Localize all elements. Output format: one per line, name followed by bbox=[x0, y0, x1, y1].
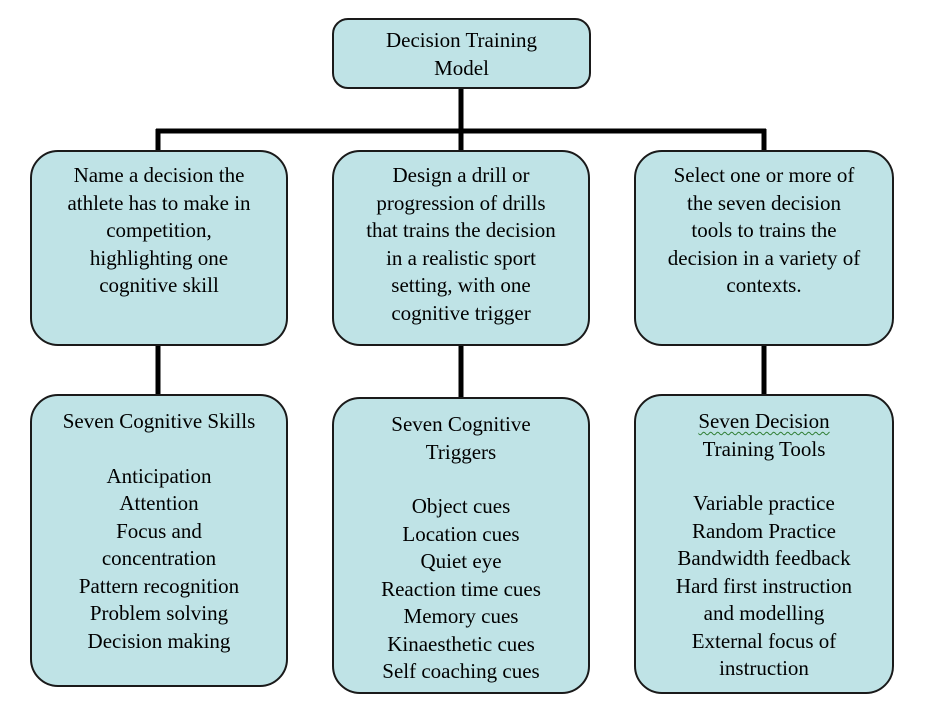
list-3-item-1: Variable practice bbox=[693, 491, 835, 515]
list-1-item-5: Pattern recognition bbox=[78, 573, 240, 598]
step-1-line-1: Name a decision the bbox=[73, 163, 245, 187]
list-1-item-4: concentration bbox=[101, 546, 217, 570]
list-3-item-6: External focus of bbox=[691, 628, 837, 653]
list-1-item-1: Anticipation bbox=[106, 463, 212, 488]
root-box-decision-training-model: Decision Training Model bbox=[332, 18, 591, 89]
list-3-title-line-1: Seven Decision bbox=[698, 408, 829, 436]
list-2-title-line-1: Seven Cognitive bbox=[391, 412, 531, 436]
list-1-item-2: Attention bbox=[119, 491, 199, 515]
list-2-item-3: Quiet eye bbox=[420, 549, 502, 573]
step-2-line-5: setting, with one bbox=[391, 273, 531, 297]
step-3-line-4: decision in a variety of bbox=[667, 245, 861, 270]
list-3-title-line-2: Training Tools bbox=[702, 436, 826, 461]
step-3-line-5: contexts. bbox=[726, 273, 802, 297]
list-1-item-6: Problem solving bbox=[89, 601, 229, 625]
list-2-item-2: Location cues bbox=[402, 521, 520, 546]
list-2-item-4: Reaction time cues bbox=[381, 576, 541, 601]
list-box-cognitive-skills: Seven Cognitive Skills Anticipation Atte… bbox=[30, 394, 288, 687]
step-1-line-4: highlighting one bbox=[89, 245, 229, 270]
step-1-line-5: cognitive skill bbox=[99, 273, 219, 297]
step-2-line-2: progression of drills bbox=[376, 190, 546, 215]
step-2-line-1: Design a drill or bbox=[392, 163, 530, 187]
step-box-name-decision: Name a decision the athlete has to make … bbox=[30, 150, 288, 346]
list-2-item-6: Kinaesthetic cues bbox=[387, 631, 535, 656]
step-2-line-6: cognitive trigger bbox=[391, 300, 531, 325]
list-2-item-1: Object cues bbox=[411, 494, 511, 518]
list-2-title-line-2: Triggers bbox=[425, 439, 497, 464]
step-box-select-tools: Select one or more of the seven decision… bbox=[634, 150, 894, 346]
list-box-cognitive-triggers: Seven Cognitive Triggers Object cues Loc… bbox=[332, 397, 590, 694]
step-3-line-2: the seven decision bbox=[687, 190, 841, 215]
root-title-line-2: Model bbox=[434, 55, 489, 80]
list-1-item-3: Focus and bbox=[116, 518, 202, 543]
list-3-title-text: Seven Decision bbox=[698, 409, 830, 433]
list-3-item-7: instruction bbox=[719, 656, 809, 680]
list-box-decision-training-tools: Seven Decision Training Tools Variable p… bbox=[634, 394, 894, 694]
list-2-item-7: Self coaching cues bbox=[382, 659, 540, 683]
step-1-line-3: competition, bbox=[106, 218, 212, 242]
list-2-item-5: Memory cues bbox=[403, 604, 519, 628]
list-3-item-4: Hard first instruction bbox=[675, 573, 853, 598]
step-2-line-3: that trains the decision bbox=[366, 218, 556, 242]
list-3-item-2: Random Practice bbox=[691, 518, 837, 543]
list-1-title: Seven Cognitive Skills bbox=[62, 409, 256, 433]
list-3-item-3: Bandwidth feedback bbox=[677, 546, 851, 570]
step-3-line-1: Select one or more of bbox=[673, 163, 855, 187]
step-2-line-4: in a realistic sport bbox=[386, 245, 536, 270]
root-title-line-1: Decision Training bbox=[385, 27, 538, 52]
list-3-item-5: and modelling bbox=[703, 601, 825, 625]
list-1-item-7: Decision making bbox=[87, 628, 231, 653]
step-box-design-drill: Design a drill or progression of drills … bbox=[332, 150, 590, 346]
step-1-line-2: athlete has to make in bbox=[67, 190, 251, 215]
step-3-line-3: tools to trains the bbox=[691, 218, 837, 242]
